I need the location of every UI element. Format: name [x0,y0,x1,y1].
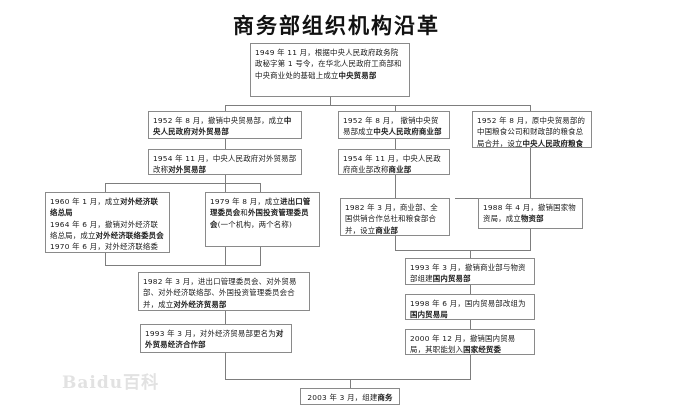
node-1988-materials-ministry[interactable]: 1988 年 4 月，撤销国家物资局，成立物资部 [478,198,583,229]
page-title: 商务部组织机构沿革 [233,13,440,38]
node-line: 1960 年 1 月，成立对外经济联络总局 [50,196,165,219]
node-text: 1954 年 11 月，中央人民政府对外贸易部改称 [153,154,297,175]
connector-line [225,265,261,266]
node-emphasis: 中央人民政府粮食部 [522,138,584,148]
node-1954-commerce-ministry[interactable]: 1954 年 11 月，中央人民政府商业部改称商业部 [338,149,450,175]
node-text: 1982 年 3 月，进出口管理委员会、对外贸易部、对外经济联络部、外国投资管理… [143,277,297,309]
node-text: (一个机构，两个名称) [217,219,293,229]
node-text: 1952 年 8 月，撤销中央贸易部，成立 [153,116,284,125]
node-1952-foreign-trade-ministry[interactable]: 1952 年 8 月，撤销中央贸易部，成立中央人民政府对外贸易部 [148,111,302,139]
node-text: 和 [240,208,248,218]
connector-line [330,97,331,105]
connector-line [105,183,106,192]
connector-line [105,253,106,265]
connector-line [395,236,396,250]
node-emphasis: 商务部 [377,393,393,402]
node-2003-ministry-of-commerce[interactable]: 2003 年 3 月，组建商务部 [300,388,400,405]
node-1960-economic-liaison[interactable]: 1960 年 1 月，成立对外经济联络总局 1964 年 6 月，撤销对外经济联… [45,192,170,253]
connector-line [530,229,531,250]
node-line: 1970 年 6 月，对外经济联络委员会改为对外经济联络部 [50,241,165,252]
node-1993-foreign-trade-economic-cooperation-ministry[interactable]: 1993 年 3 月，对外经济贸易部更名为对外贸易经济合作部 [140,324,292,353]
node-1982-commerce-ministry[interactable]: 1982 年 3 月，商业部、全国供销合作总社和粮食部合并，设立商业部 [340,198,450,236]
node-text: 1982 年 3 月，商业部、全国供销合作总社和粮食部合并，设立 [345,203,438,235]
node-1952-grain-ministry[interactable]: 1952 年 8 月，原中央贸易部的中国粮食公司和财政部的粮食总局合并，设立中央… [472,111,592,148]
node-text: 1993 年 3 月，撤销商业部与物资部组建 [410,263,526,284]
node-text: 1960 年 1 月，成立 [50,197,121,206]
node-text: 2000 年 12 月，撤销国内贸易局，其职能划入 [410,334,516,355]
node-emphasis: 商业部 [388,165,412,175]
node-emphasis: 物资部 [520,214,544,224]
node-text: 2003 年 3 月，组建 [307,393,378,402]
connector-line [470,355,471,379]
node-1954-foreign-trade-ministry[interactable]: 1954 年 11 月，中央人民政府对外贸易部改称对外贸易部 [148,149,302,175]
connector-line [260,247,261,265]
node-text: 1949 年 11 月，根据中央人民政府政务院政秘字第 1 号令，在华北人民政府… [255,48,402,80]
connector-line [105,183,260,184]
connector-line [395,139,396,149]
connector-line [395,250,470,251]
connector-line [225,105,530,106]
connector-line [470,320,471,329]
node-1979-import-export-committee[interactable]: 1979 年 8 月，成立进出口管理委员会和外国投资管理委员会(一个机构，两个名… [205,192,320,247]
node-line: 1964 年 6 月，撤销对外经济联络总局，成立对外经济联络委员会 [50,219,165,242]
connector-line [225,379,350,380]
node-emphasis: 对外贸易部 [168,165,207,175]
connector-line [350,379,471,380]
node-text: 1993 年 3 月，对外经济贸易部更名为 [145,329,276,338]
connector-line [225,175,226,183]
node-text: 1952 年 8 月，原中央贸易部的中国粮食公司和财政部的粮食总局合并，设立 [477,116,586,148]
connector-line [225,105,226,111]
connector-line [530,105,531,111]
node-text: 1988 年 4 月，撤销国家物资局，成立 [483,203,576,224]
node-emphasis: 国内贸易局 [410,310,448,320]
connector-line [470,285,471,294]
connector-line [470,250,531,251]
node-emphasis: 国内贸易部 [432,274,471,284]
connector-line [105,265,225,266]
node-1952-commerce-ministry[interactable]: 1952 年 8 月， 撤销中央贸易部成立中央人民政府商业部 [338,111,450,139]
connector-line [350,379,351,388]
node-emphasis: 外国投资管理委员会 [210,208,309,229]
node-2000-state-economic-trade-commission[interactable]: 2000 年 12 月，撤销国内贸易局，其职能划入国家经贸委 [405,329,535,355]
node-emphasis: 商业部 [375,225,399,235]
connector-line [225,353,226,379]
node-text: 1952 年 8 月， 撤销中央贸易部成立 [343,116,439,137]
node-1998-domestic-trade-bureau[interactable]: 1998 年 6 月，国内贸易部改组为国内贸易局 [405,294,535,320]
node-text: 1964 年 6 月，撤销对外经济联络总局，成立 [50,219,159,240]
node-emphasis: 中央贸易部 [338,70,377,80]
node-emphasis: 中央人民政府商业部 [373,127,442,137]
connector-line [260,183,261,192]
node-text: 1979 年 8 月，成立 [210,197,281,206]
connector-line [395,175,396,198]
node-emphasis: 国家经贸委 [463,345,502,355]
node-emphasis: 进出口管理委员会 [210,197,311,218]
node-emphasis: 对外贸易经济合作部 [145,329,284,350]
node-emphasis: 中央人民政府对外贸易部 [153,116,292,137]
node-emphasis: 对外经济联络委员会 [95,230,164,240]
connector-line [225,139,226,149]
connector-line [470,250,471,258]
connector-line [530,148,531,198]
node-emphasis: 对外经济贸易部 [173,299,227,309]
node-text: 1970 年 6 月，对外经济联络委员会改为 [50,242,159,251]
node-1982-foreign-economic-trade-ministry[interactable]: 1982 年 3 月，进出口管理委员会、对外贸易部、对外经济联络部、外国投资管理… [138,272,310,311]
node-emphasis: 对外经济联络总局 [50,197,159,218]
connector-line [225,311,226,324]
node-text: 1954 年 11 月，中央人民政府商业部改称 [343,154,441,175]
node-text: 1998 年 6 月，国内贸易部改组为 [410,299,526,308]
watermark: Baidu百科 [62,373,160,393]
node-1949-central-trade-ministry[interactable]: 1949 年 11 月，根据中央人民政府政务院政秘字第 1 号令，在华北人民政府… [250,43,410,97]
connector-line [395,105,396,111]
node-1993-domestic-trade-ministry[interactable]: 1993 年 3 月，撤销商业部与物资部组建国内贸易部 [405,258,535,285]
